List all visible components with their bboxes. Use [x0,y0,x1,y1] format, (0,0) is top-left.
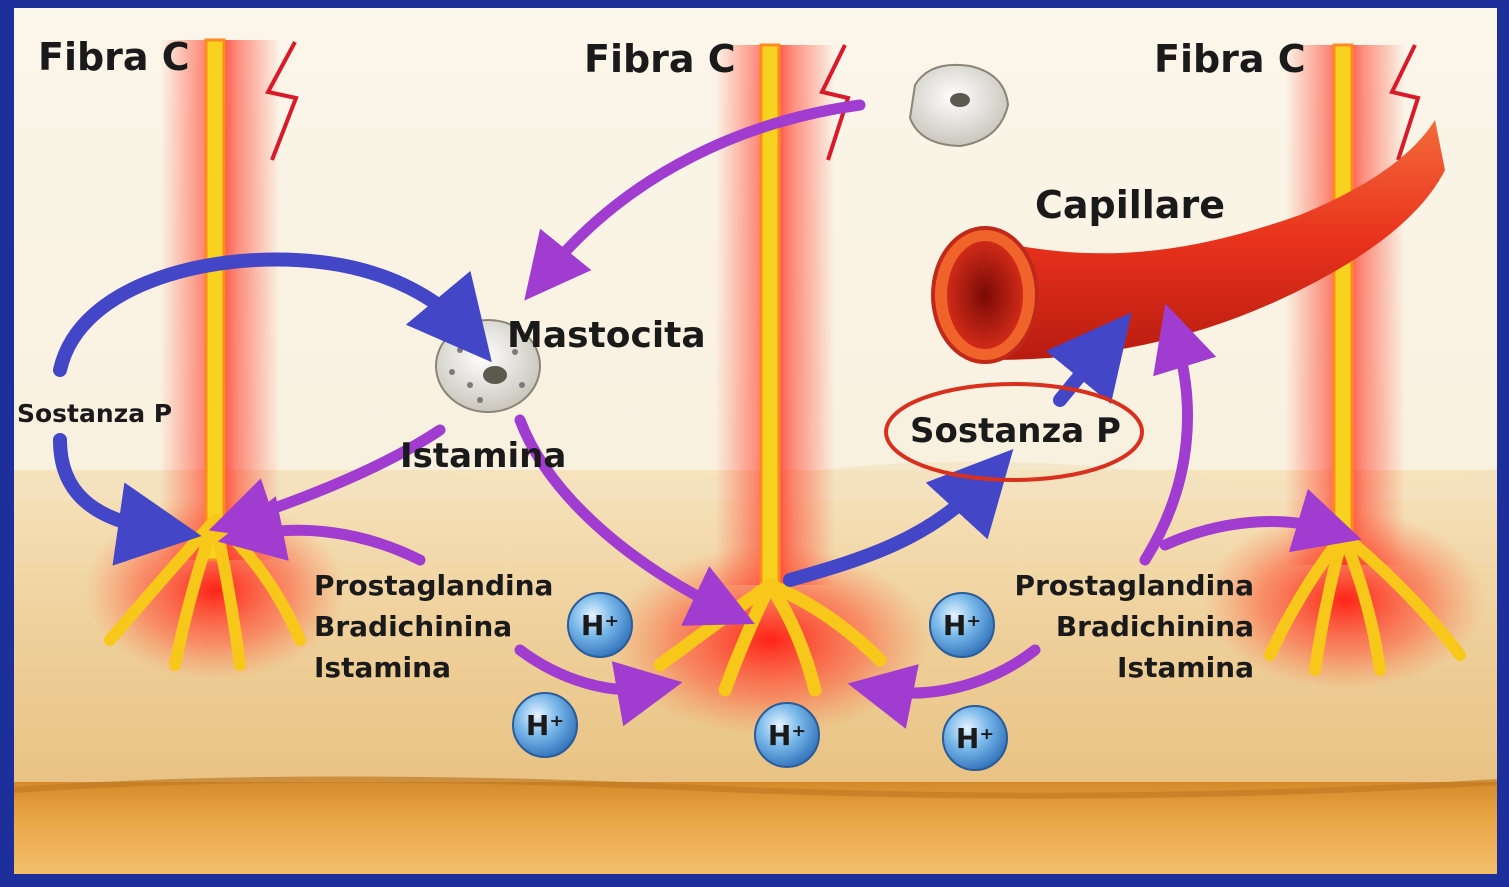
ion-5: H⁺ [943,706,1007,770]
mediator-item: Bradichinina [314,610,512,643]
ion-4: H⁺ [930,593,994,657]
ion-2: H⁺ [513,693,577,757]
label-sostanza-p-left: Sostanza P [17,399,172,428]
label-istamina-top: Istamina [400,436,566,476]
dermis-layer [14,782,1497,874]
ion-3: H⁺ [755,703,819,767]
mediator-item: Bradichinina [1056,610,1254,643]
label-capillare: Capillare [1035,183,1225,227]
mediator-item: Prostaglandina [1015,569,1254,602]
mediator-item: Istamina [1117,651,1254,684]
ion-label: H⁺ [943,609,981,642]
ion-1: H⁺ [568,593,632,657]
label-fibra-c-left: Fibra C [38,35,190,79]
mediator-item: Prostaglandina [314,569,553,602]
label-mastocita: Mastocita [507,315,706,356]
ion-label: H⁺ [581,609,619,642]
ion-label: H⁺ [956,722,994,755]
mediator-item: Istamina [314,651,451,684]
label-fibra-c-right: Fibra C [1154,37,1306,81]
label-fibra-c-center: Fibra C [584,37,736,81]
label-sostanza-p-circled: Sostanza P [910,411,1121,451]
ion-label: H⁺ [768,719,806,752]
ion-label: H⁺ [526,709,564,742]
